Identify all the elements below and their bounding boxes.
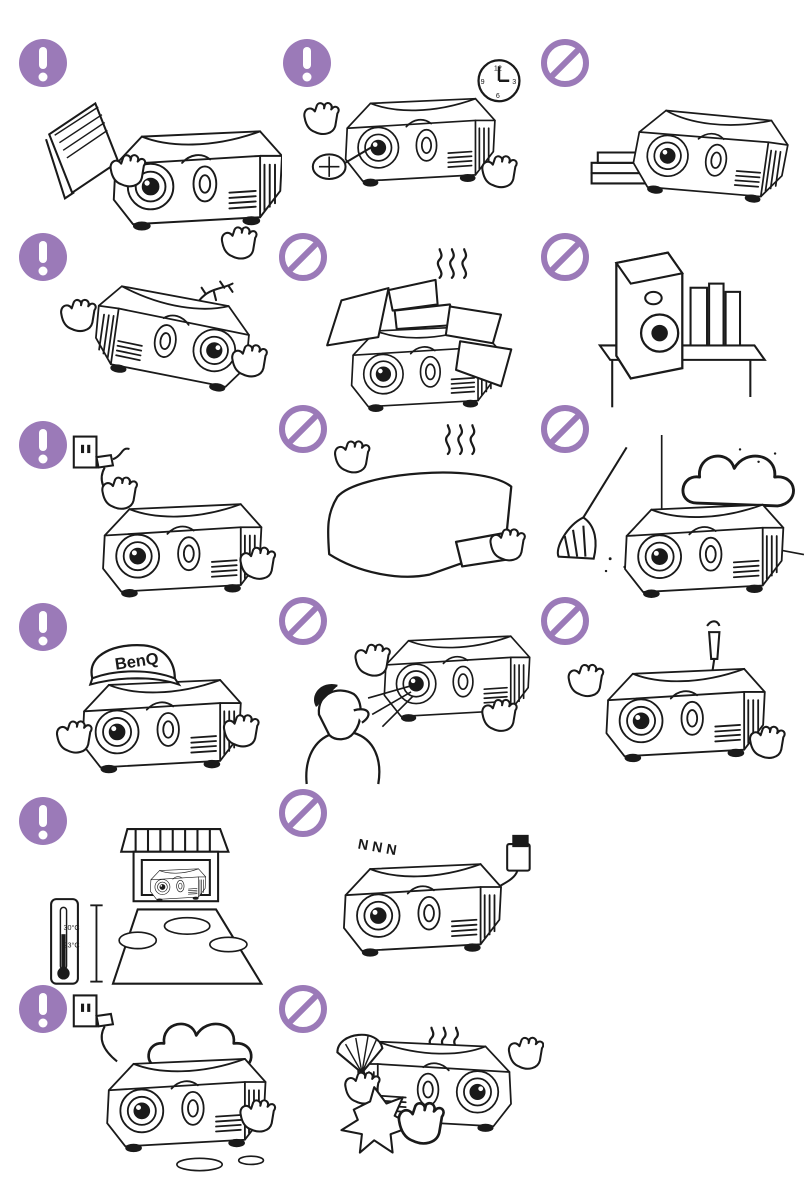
clock-icon: 12 3 6 9 — [479, 60, 520, 101]
clock-3: 3 — [512, 78, 516, 86]
safety-cell-15 — [14, 982, 274, 1162]
projector-under-books-heat-icon — [276, 230, 544, 430]
safety-cell-4 — [14, 230, 274, 400]
safety-cell-12 — [538, 594, 798, 774]
safety-cell-5 — [276, 230, 538, 400]
projector-hand-fan-icon — [276, 982, 544, 1182]
projector-on-shelf-upright-icon — [538, 230, 806, 430]
temperature-low-label: 23°C — [63, 941, 79, 950]
projector-plugged-in-icon — [14, 418, 282, 618]
projector-temperature-house-icon: 30°C 23°C — [14, 794, 282, 994]
sleep-zzz-text: N N N — [357, 837, 398, 860]
safety-cell-13: 30°C 23°C — [14, 794, 274, 976]
cap-icon: BenQ — [90, 645, 179, 684]
wall-outlet-icon — [74, 995, 117, 1061]
projector-covered-cloth-icon — [276, 402, 544, 602]
safety-cell-16 — [276, 982, 538, 1160]
safety-cell-8 — [276, 402, 538, 592]
projector-with-clock-and-lamp-icon: 12 3 6 9 — [276, 36, 544, 236]
projector-dusty-room-icon — [538, 402, 806, 602]
safety-cell-1 — [14, 36, 274, 216]
person-figure — [306, 685, 379, 784]
projector-tilted-with-gecko-icon — [14, 230, 282, 430]
person-looking-into-lens-icon — [276, 594, 544, 794]
projector-wearing-cap-icon: BenQ — [14, 600, 282, 800]
safety-cell-10: BenQ — [14, 600, 274, 770]
clock-9: 9 — [481, 78, 485, 86]
temperature-high-label: 30°C — [63, 923, 79, 932]
projector-sleeping-adapter-icon: N N N — [276, 786, 544, 986]
mop-icon — [558, 447, 627, 558]
safety-cell-7 — [14, 418, 274, 588]
thermometer-icon: 30°C 23°C — [51, 899, 79, 984]
safety-cell-14: N N N — [276, 786, 538, 964]
house-icon — [113, 829, 261, 984]
projector-screwdriver-icon — [538, 594, 806, 794]
projector-water-puddle-icon — [14, 982, 282, 1182]
safety-cell-3 — [538, 36, 798, 216]
clock-12: 12 — [494, 65, 502, 73]
safety-cell-9 — [538, 402, 798, 592]
safety-cell-11 — [276, 594, 538, 778]
safety-cell-2: 12 3 6 9 — [276, 36, 538, 216]
safety-cell-6 — [538, 230, 798, 400]
projector-on-books-icon — [538, 36, 806, 236]
clock-6: 6 — [496, 92, 500, 100]
gecko-icon — [200, 282, 233, 301]
